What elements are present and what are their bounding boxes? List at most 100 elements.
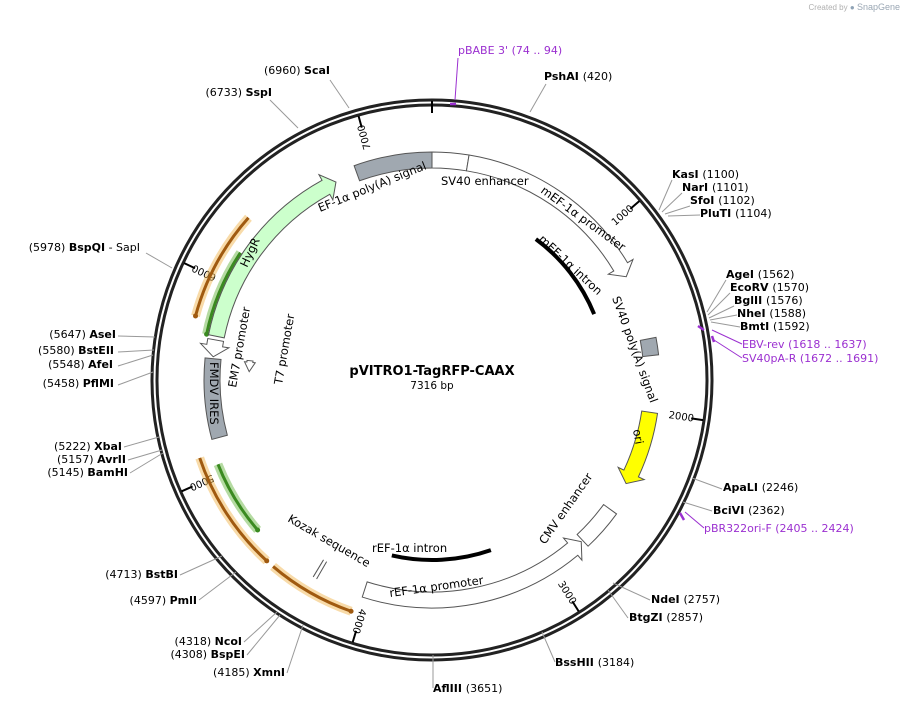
primer-label-0: pBABE 3' (74 .. 94)	[458, 44, 562, 57]
feature-label-t7-promoter: T7 promoter	[271, 313, 297, 387]
leader-BstBI	[179, 555, 223, 576]
site-name: BtgZI	[629, 611, 666, 624]
site-suffix: - SapI	[105, 241, 140, 254]
plasmid-name: pVITRO1-TagRFP-CAAX	[349, 364, 514, 379]
leader-AgeI	[706, 279, 727, 313]
site-name: BspQI	[69, 241, 105, 254]
primer-labels: pBABE 3' (74 .. 94)EBV-rev (1618 .. 1637…	[450, 44, 878, 535]
tick-2000	[691, 417, 704, 422]
site-pos: (5145)	[47, 466, 87, 479]
site-pos: (3651)	[466, 682, 503, 695]
site-pos: (4308)	[171, 648, 211, 661]
site-label-NdeI: NdeI (2757)	[651, 593, 720, 606]
feature-label-ref1a-intron: rEF-1α intron	[372, 541, 447, 555]
site-pos: (5458)	[43, 377, 83, 390]
feature-fmdv-ires	[203, 357, 228, 441]
snapgene-logo-icon: ●	[849, 3, 855, 12]
site-name: AflIII	[433, 682, 466, 695]
leader-AfeI	[117, 354, 154, 367]
site-name: SfoI	[690, 194, 718, 207]
site-label-PflMI: (5458) PflMI	[43, 377, 114, 390]
orf-orange-bottom-glow	[270, 563, 353, 616]
site-pos: (1588)	[769, 307, 806, 320]
site-label-AseI: (5647) AseI	[49, 328, 116, 341]
site-label-NcoI: (4318) NcoI	[175, 635, 242, 648]
tick-3000	[571, 600, 580, 612]
orf-green-left-upper	[205, 251, 242, 335]
primer-leader-1	[711, 329, 743, 345]
site-label-SfoI: SfoI (1102)	[690, 194, 755, 207]
site-label-AvrII: (5157) AvrII	[57, 453, 126, 466]
feature-arrows	[199, 151, 660, 609]
site-label-NheI: NheI (1588)	[737, 307, 806, 320]
site-name: KasI	[672, 168, 702, 181]
site-name: EcoRV	[730, 281, 772, 294]
leader-BtgZI	[607, 589, 629, 619]
leader-BspEI	[246, 614, 281, 656]
site-label-BstBI: (4713) BstBI	[105, 568, 178, 581]
site-pos: (1102)	[718, 194, 755, 207]
site-label-XbaI: (5222) XbaI	[54, 440, 122, 453]
site-label-ApaLI: ApaLI (2246)	[723, 481, 798, 494]
primer-mark-1	[697, 324, 705, 332]
orf-orange-left-upper	[194, 216, 250, 317]
site-label-AfeI: (5548) AfeI	[48, 358, 113, 371]
leader-PluTI	[667, 214, 701, 217]
site-pos: (2857)	[666, 611, 703, 624]
primer-leader-2	[713, 339, 743, 359]
orf-arcs	[191, 214, 354, 616]
tick-7000	[357, 115, 363, 128]
leader-PflMI	[117, 371, 154, 386]
site-label-SspI: (6733) SspI	[205, 86, 272, 99]
feature-label-ori: ori	[630, 428, 646, 445]
leader-NcoI	[243, 611, 278, 643]
leader-BmtI	[710, 321, 741, 328]
orf-arrowhead-0	[193, 313, 199, 319]
credit-prefix: Created by	[808, 3, 848, 12]
site-leader-lines	[117, 79, 741, 688]
primer-label-3: pBR322ori-F (2405 .. 2424)	[704, 522, 854, 535]
site-name: AvrII	[97, 453, 126, 466]
site-pos: (2246)	[762, 481, 799, 494]
site-pos: (4597)	[130, 594, 170, 607]
feature-ref1a-promoter	[361, 537, 583, 609]
primer-mark-3	[678, 512, 686, 521]
site-pos: (5548)	[48, 358, 88, 371]
leader-BamHI	[129, 452, 164, 474]
site-pos: (4713)	[105, 568, 145, 581]
site-name: PmlI	[170, 594, 197, 607]
orf-arrowhead-1	[204, 331, 210, 337]
site-name: BstBI	[145, 568, 178, 581]
site-label-NarI: NarI (1101)	[682, 181, 749, 194]
feature-sv40-enhancer	[431, 151, 470, 172]
feature-mef1a-promoter	[465, 154, 635, 278]
plasmid-length: 7316 bp	[410, 380, 454, 392]
feature-mef1a-intron	[534, 237, 597, 315]
site-pos: (1101)	[712, 181, 749, 194]
leader-PshAI	[529, 83, 547, 113]
site-label-BamHI: (5145) BamHI	[47, 466, 128, 479]
orf-orange-left-lower-glow	[195, 456, 270, 565]
leader-ScaI	[329, 79, 350, 109]
site-label-BtgZI: BtgZI (2857)	[629, 611, 703, 624]
site-pos: (1576)	[766, 294, 803, 307]
site-label-XmnI: (4185) XmnI	[213, 666, 285, 679]
leader-BssHII	[541, 631, 556, 663]
site-pos: (2757)	[683, 593, 720, 606]
feature-em7-promoter	[199, 337, 231, 358]
orf-orange-left-lower	[198, 457, 268, 562]
site-name: BstEII	[78, 344, 114, 357]
leader-BspQI	[145, 252, 173, 269]
leader-SspI	[269, 99, 299, 129]
orf-green-left-lower-glow	[213, 462, 262, 533]
leader-ApaLI	[691, 477, 723, 490]
site-name: BspEI	[211, 648, 245, 661]
primer-mark-2	[710, 335, 716, 343]
site-label-BspEI: (4308) BspEI	[171, 648, 246, 661]
site-pos: (420)	[583, 70, 613, 83]
tick-1000	[629, 200, 641, 210]
site-name: XmnI	[253, 666, 285, 679]
tick-4000	[351, 630, 358, 643]
